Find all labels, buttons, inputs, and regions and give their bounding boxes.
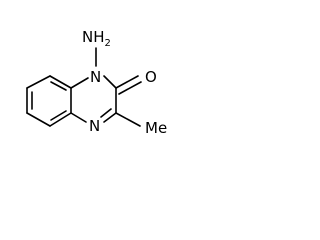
carbonyl-oxygen-label: O <box>145 68 157 86</box>
ring-n1-label: N <box>90 68 101 86</box>
bond-c4a-c5 <box>49 75 72 89</box>
bond-inner-double-2 <box>50 110 67 121</box>
bond-c3-n4-double <box>100 108 112 118</box>
bond-c4a-n1 <box>70 77 89 89</box>
bond-c8-c8a <box>49 112 72 127</box>
amino-n-text: N <box>82 28 93 46</box>
benzene-ring <box>26 75 72 127</box>
bond-n4-c8a <box>70 112 87 123</box>
pyrazinone-ring <box>70 75 117 123</box>
bond-c3-n4 <box>103 112 117 123</box>
substituent-bonds <box>95 47 142 127</box>
molecule-structure: NH2 N O N Me <box>26 28 167 137</box>
ring-n4-label: N <box>89 117 100 135</box>
bond-c2-o-double <box>118 81 142 95</box>
bond-c5-c6 <box>26 75 51 89</box>
bond-c3-methyl <box>115 112 141 127</box>
bond-inner-double-3 <box>50 81 67 91</box>
bond-c2-o <box>115 75 139 89</box>
methyl-label: Me <box>145 119 167 137</box>
bond-n1-c2 <box>103 75 117 89</box>
amino-nitrogen-label: NH2 <box>82 28 111 49</box>
bond-c7-c8 <box>26 112 51 127</box>
amino-h-text: H <box>93 28 104 46</box>
amino-subscript: 2 <box>105 38 111 49</box>
